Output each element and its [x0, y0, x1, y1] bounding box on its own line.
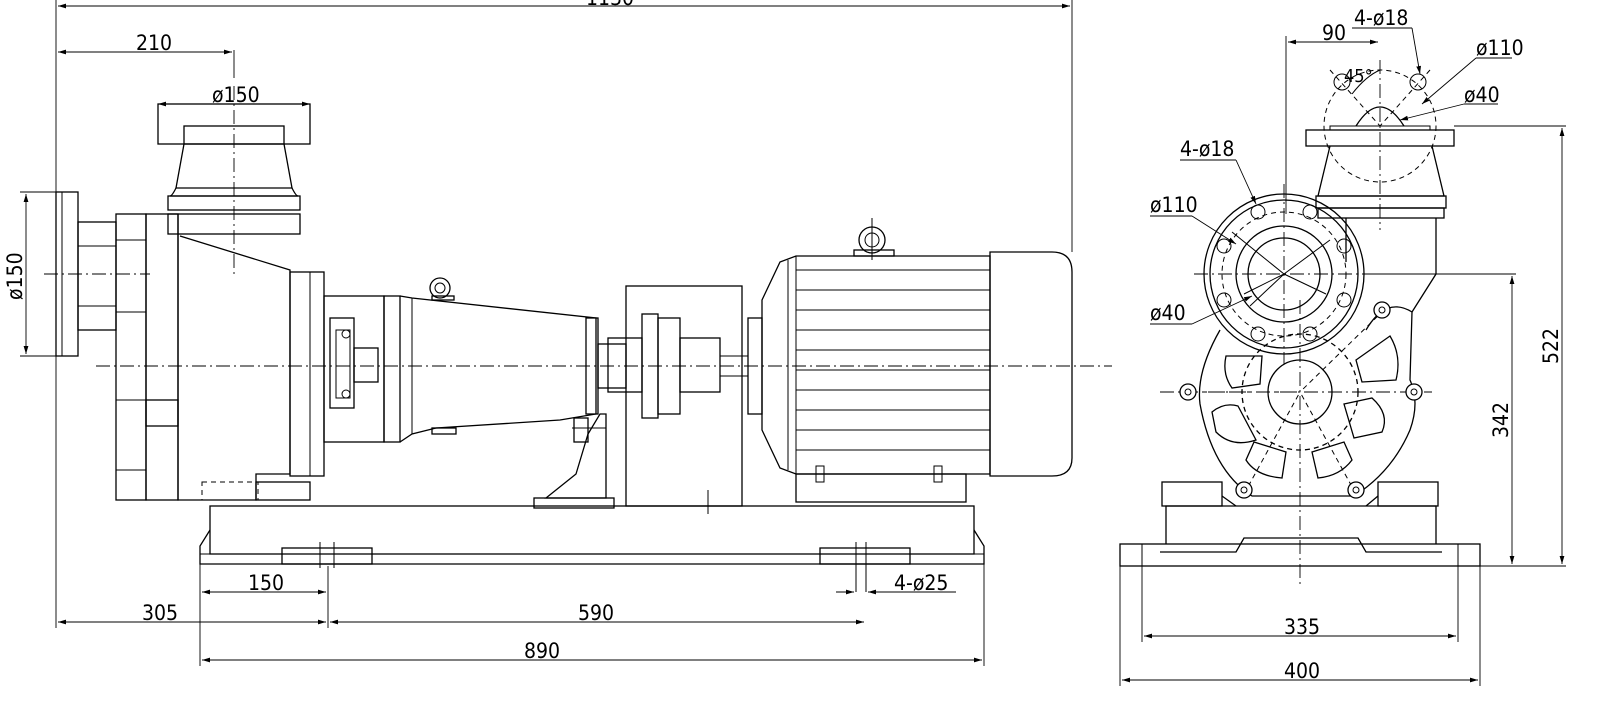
side-view: 1130 210 ø150 ø150 150 4	[3, 0, 1112, 666]
shaft-coupling	[607, 285, 748, 514]
dim-bolt-spacing: 590	[578, 601, 614, 625]
end-volute-casing	[1160, 300, 1432, 584]
dim-outlet-bore: ø40	[1464, 83, 1500, 107]
dim-base-width: 400	[1284, 659, 1320, 683]
dim-inlet-diameter: ø150	[3, 252, 27, 300]
dim-overall-length: 1130	[586, 0, 634, 10]
dim-inlet-bolts: 4-ø18	[1180, 137, 1234, 161]
end-discharge-neck	[1305, 60, 1455, 313]
base-frame	[199, 505, 985, 592]
dim-inlet-pcd: ø110	[1150, 193, 1198, 217]
pump-casing	[115, 213, 325, 501]
dim-suction-to-bolt: 305	[142, 601, 178, 625]
bracket-support	[533, 413, 615, 509]
dim-base-length: 890	[524, 639, 560, 663]
bearing-bracket	[323, 277, 627, 443]
discharge-neck	[157, 86, 311, 276]
dim-outlet-pcd: ø110	[1476, 36, 1524, 60]
dim-shaft-height: 342	[1489, 402, 1513, 438]
dim-anchor-bolts: 4-ø25	[894, 571, 948, 595]
end-suction-flange	[1194, 184, 1374, 364]
dim-base-end-offset: 150	[248, 571, 284, 595]
dim-outlet-offset: 210	[136, 31, 172, 55]
dim-inlet-bore: ø40	[1150, 301, 1186, 325]
dim-bolt-angle: 45°	[1344, 66, 1373, 87]
end-dimensions: 90 4-ø18 ø110 ø40 45° 4-ø18 ø110	[1119, 6, 1566, 686]
side-dimensions: 1130 210 ø150 ø150 150 4	[3, 0, 1073, 666]
dim-overall-height: 522	[1539, 328, 1563, 364]
electric-motor	[747, 218, 1073, 503]
dim-outlet-diameter: ø150	[212, 83, 260, 107]
suction-flange	[44, 191, 150, 357]
dim-bolt-width: 335	[1284, 615, 1320, 639]
dim-end-outlet-offset: 90	[1322, 21, 1346, 45]
end-view: 90 4-ø18 ø110 ø40 45° 4-ø18 ø110	[1119, 6, 1566, 686]
dim-outlet-bolts: 4-ø18	[1354, 6, 1408, 30]
